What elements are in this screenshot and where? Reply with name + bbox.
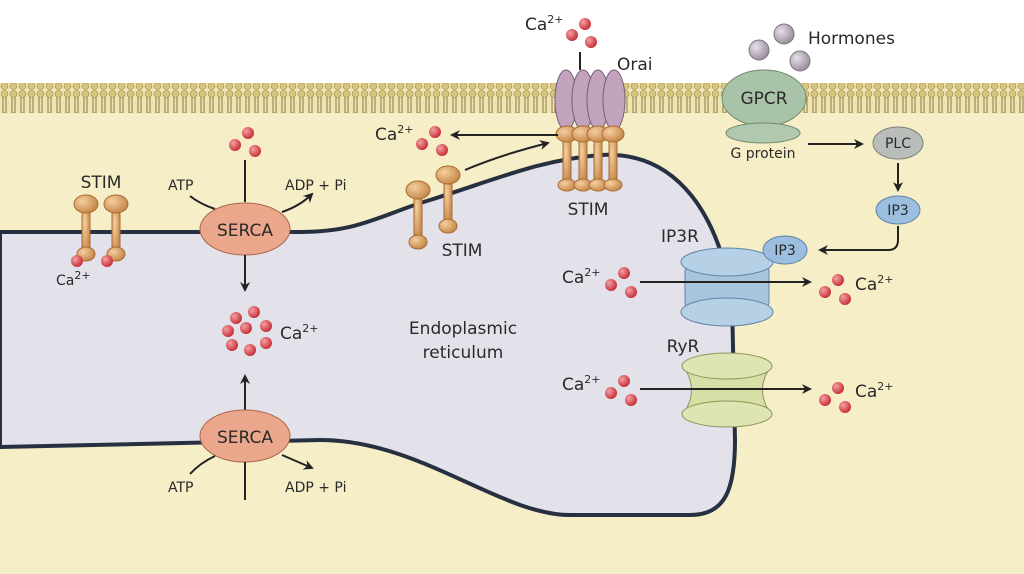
orai-channel [554,69,626,131]
calcium-er-lumen: Ca2+ [222,306,319,356]
calcium-cytosol-ryr: Ca2+ [819,380,894,413]
svg-text:Ca2+: Ca2+ [525,13,564,35]
svg-text:Ca2+: Ca2+ [280,322,319,344]
ip3r-label: IP3R [661,227,699,247]
serca-label-top: SERCA [217,221,273,241]
gpcr-label: GPCR [740,89,787,109]
g-protein [725,122,801,144]
svg-text:Ca2+: Ca2+ [562,373,601,395]
plasma-membrane [0,83,1024,113]
ip3-bound [762,235,808,265]
stim-label-orai: STIM [568,200,609,220]
ip3-molecule [875,195,921,225]
calcium-extracellular: Ca2+ [525,13,597,48]
orai-label: Orai [617,55,653,75]
calcium-cytosol-serca [229,127,261,157]
atp-label-top: ATP [168,178,193,194]
calcium-cytosol-orai: Ca2+ [375,123,448,156]
er-label-line1: Endoplasmic [409,319,517,339]
adp-label-top: ADP + Pi [285,178,346,194]
stim-label-middle: STIM [442,241,483,261]
ryr-label: RyR [667,337,700,357]
stim-label-left: STIM [81,173,122,193]
svg-text:Ca2+: Ca2+ [56,269,91,289]
stim-left [73,194,129,262]
ip3-label: IP3 [887,203,908,219]
g-protein-label: G protein [730,146,795,162]
ip3-bound-label: IP3 [774,243,795,259]
calcium-er-ip3r: Ca2+ [562,266,637,298]
atp-label-bottom: ATP [168,480,193,496]
adp-label-bottom: ADP + Pi [285,480,346,496]
hormones [748,23,811,72]
serca-label-bottom: SERCA [217,428,273,448]
calcium-cytosol-ip3r: Ca2+ [819,273,894,305]
svg-text:Ca2+: Ca2+ [855,380,894,402]
plc-label: PLC [885,136,911,152]
er-label-line2: reticulum [423,343,504,363]
calcium-bound-stim: Ca2+ [56,255,113,289]
svg-text:Ca2+: Ca2+ [375,123,414,145]
ip3r-channel [680,247,774,327]
svg-text:Ca2+: Ca2+ [562,266,601,288]
hormones-label: Hormones [808,29,895,49]
plc-enzyme [872,126,924,160]
stim-middle [405,165,461,250]
endoplasmic-reticulum [0,152,738,517]
calcium-er-ryr: Ca2+ [562,373,637,406]
svg-text:Ca2+: Ca2+ [855,273,894,295]
stim-cluster-orai [555,125,625,192]
